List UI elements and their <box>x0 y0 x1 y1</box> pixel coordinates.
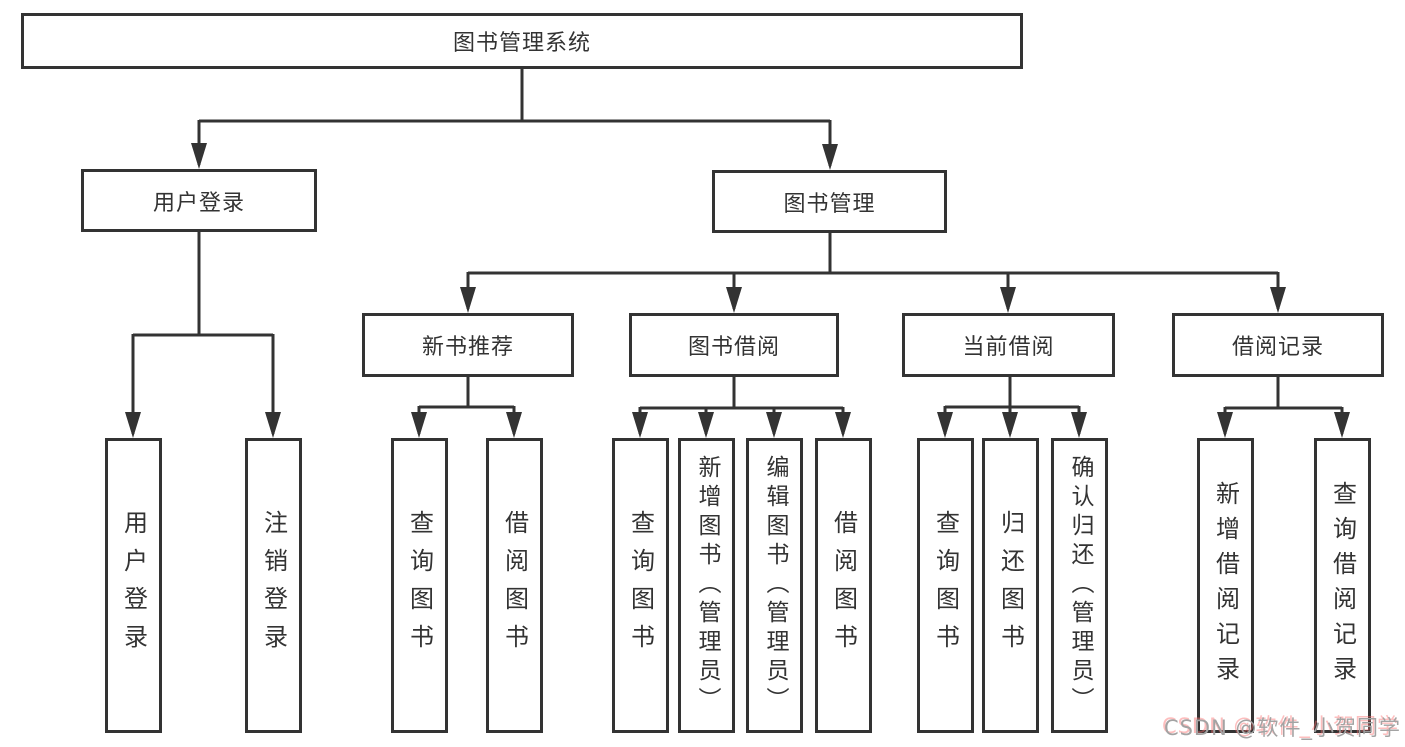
leaf-label: 查询图书 <box>626 509 655 662</box>
leaf-label: 归还图书 <box>996 509 1025 662</box>
leaf-label: 借阅图书 <box>500 509 529 662</box>
node-user-login: 用户登录 <box>81 169 317 232</box>
leaf-label: 新增借阅记录 <box>1211 480 1240 691</box>
leaf-label: 查询图书 <box>405 509 434 662</box>
node-label: 借阅记录 <box>1231 335 1324 360</box>
leaf-label: 注销登录 <box>259 509 288 662</box>
node-label: 图书管理系统 <box>452 31 591 56</box>
node-label: 图书借阅 <box>687 335 780 360</box>
node-borrow-records: 借阅记录 <box>1172 313 1384 377</box>
leaf-query-borrow-record: 查询借阅记录 <box>1314 438 1371 733</box>
leaf-return-books: 归还图书 <box>982 438 1039 733</box>
node-label: 当前借阅 <box>962 335 1055 360</box>
node-label: 新书推荐 <box>421 335 514 360</box>
leaf-logout: 注销登录 <box>245 438 302 733</box>
leaf-label: 编辑图书（管理员） <box>762 455 788 716</box>
leaf-user-login: 用户登录 <box>105 438 162 733</box>
leaf-borrow-books: 借阅图书 <box>815 438 872 733</box>
leaf-label: 查询借阅记录 <box>1328 480 1357 691</box>
leaf-edit-books-admin: 编辑图书（管理员） <box>746 438 803 733</box>
node-label: 用户登录 <box>152 190 245 216</box>
leaf-query-books-borrow: 查询图书 <box>612 438 669 733</box>
csdn-watermark: CSDN @软件_小贺同学 <box>1163 716 1401 740</box>
node-book-borrow: 图书借阅 <box>629 313 839 377</box>
leaf-add-books-admin: 新增图书（管理员） <box>678 438 735 733</box>
node-library-management-system: 图书管理系统 <box>21 13 1023 69</box>
leaf-add-borrow-record: 新增借阅记录 <box>1197 438 1254 733</box>
leaf-label: 用户登录 <box>119 509 148 662</box>
leaf-label: 确认归还（管理员） <box>1067 455 1093 716</box>
leaf-query-books-current: 查询图书 <box>917 438 974 733</box>
leaf-label: 借阅图书 <box>829 509 858 662</box>
leaf-label: 新增图书（管理员） <box>694 455 720 716</box>
node-current-borrow: 当前借阅 <box>902 313 1115 377</box>
node-new-book-recommend: 新书推荐 <box>362 313 574 377</box>
node-label: 图书管理 <box>783 191 876 217</box>
leaf-borrow-books-recommend: 借阅图书 <box>486 438 543 733</box>
leaf-query-books-recommend: 查询图书 <box>391 438 448 733</box>
node-book-management: 图书管理 <box>712 170 947 233</box>
leaf-label: 查询图书 <box>931 509 960 662</box>
leaf-confirm-return-admin: 确认归还（管理员） <box>1051 438 1108 733</box>
